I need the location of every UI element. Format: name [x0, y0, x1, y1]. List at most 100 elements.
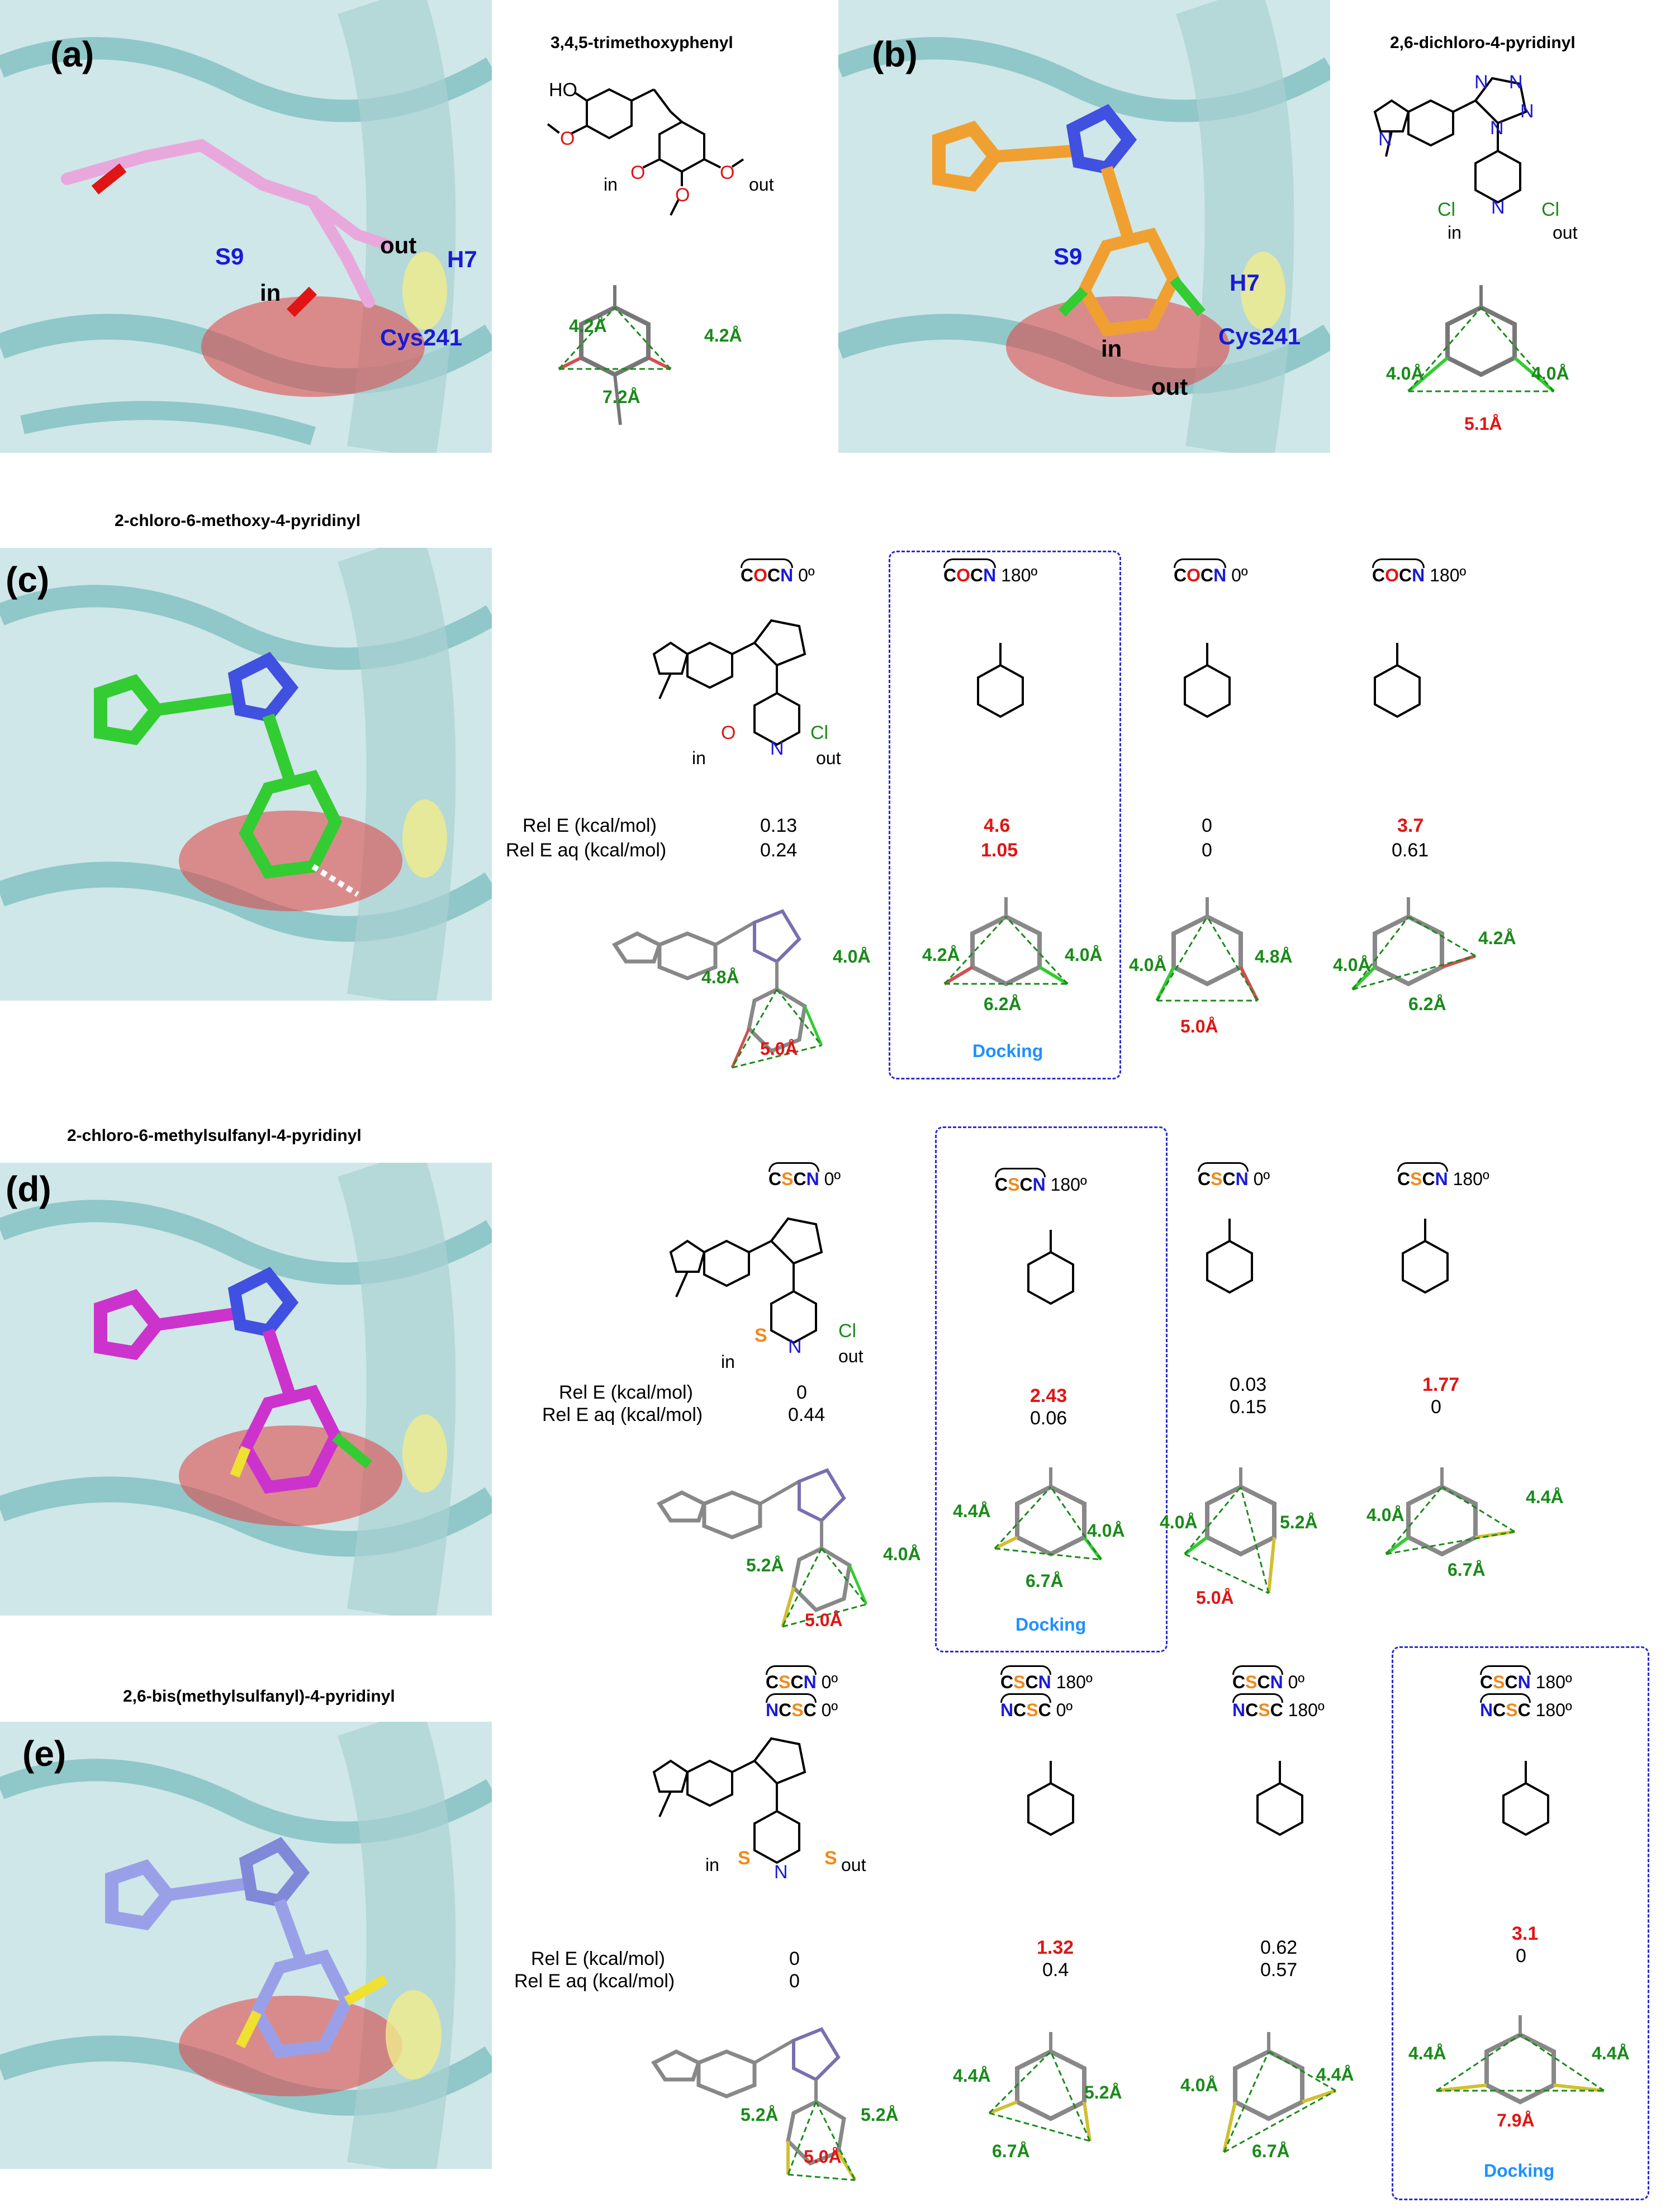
distance-e4-1: 4.4Å [1408, 2043, 1446, 2063]
rel-e-aq-label-e: Rel E aq (kcal/mol) [514, 1971, 675, 1992]
angle-e-1b: NCSC 0º [766, 1693, 838, 1721]
rel-e-aq-label-c: Rel E aq (kcal/mol) [506, 840, 667, 861]
struct-out-label: out [749, 174, 774, 195]
rel-e-aq-d-2: 0.06 [1030, 1408, 1067, 1429]
distance-c1-3: 5.0Å [760, 1039, 798, 1059]
chlorine-atom: Cl [838, 1320, 857, 1342]
structure-b [1373, 77, 1527, 204]
sulfur-atom: S [755, 1325, 767, 1346]
distance-c1-1: 4.8Å [701, 967, 739, 987]
distance-c4-3: 6.2Å [1408, 994, 1446, 1014]
sulfur-atom: S [824, 1848, 837, 1869]
rel-e-aq-e-4: 0 [1516, 1945, 1526, 1967]
distance-d4-3: 6.7Å [1448, 1560, 1486, 1580]
distance-c4-2: 4.2Å [1478, 928, 1516, 948]
pocket-in-label: in [260, 280, 281, 306]
angle-e-2b: NCSC 0º [1000, 1693, 1073, 1721]
distance-a-left: 4.2Å [569, 316, 607, 336]
structure-d-2 [1027, 1230, 1074, 1305]
sulfur-atom: S [738, 1848, 751, 1869]
distance-c3-2: 4.8Å [1255, 946, 1293, 967]
distance-d3-2: 5.2Å [1280, 1512, 1318, 1532]
pyridine-nitrogen: N [774, 1862, 788, 1883]
panel-c-title: 2-chloro-6-methoxy-4-pyridinyl [115, 511, 361, 530]
distance-d2-2: 4.0Å [1087, 1521, 1125, 1541]
rel-e-d-1: 0 [796, 1382, 807, 1403]
conformer-3d-e-2 [988, 2032, 1092, 2142]
angle-d-3: CSCN 0º [1198, 1162, 1270, 1190]
protein-render-d [0, 1163, 492, 1616]
conformer-3d-b [1407, 285, 1555, 393]
distance-e1-3: 5.0Å [804, 2147, 842, 2167]
distance-a-bottom: 7.2Å [602, 387, 640, 407]
rel-e-aq-c-1: 0.24 [760, 840, 798, 861]
distance-d2-3: 6.7Å [1026, 1571, 1064, 1591]
conformer-3d-c-3 [1155, 897, 1259, 1002]
residue-s9: S9 [1054, 243, 1083, 269]
panel-a-image: (a) S9 H7 Cys241 in out [0, 0, 492, 453]
structure-c-4 [1374, 643, 1421, 718]
structure-a [547, 83, 744, 216]
pyridine-nitrogen: N [770, 738, 784, 759]
oxygen-atom: O [675, 184, 690, 206]
distance-c2-1: 4.2Å [922, 945, 960, 965]
distance-e2-3: 6.7Å [992, 2141, 1030, 2161]
rel-e-d-4: 1.77 [1422, 1374, 1460, 1395]
protein-render-e [0, 1722, 492, 2169]
angle-e-2a: CSCN 180º [1000, 1665, 1093, 1693]
panel-e-title: 2,6-bis(methylsulfanyl)-4-pyridinyl [123, 1687, 395, 1706]
oxygen-atom: O [720, 162, 735, 183]
angle-c-3: COCN 0º [1174, 558, 1248, 586]
distance-d4-1: 4.0Å [1366, 1505, 1404, 1525]
protein-render-b [838, 0, 1330, 453]
angle-c-4: COCN 180º [1372, 558, 1466, 586]
docking-label-e: Docking [1484, 2161, 1555, 2181]
distance-c4-1: 4.0Å [1333, 955, 1371, 975]
chlorine-atom: Cl [1437, 199, 1456, 220]
out-label: out [841, 1855, 866, 1875]
distance-e3-2: 4.4Å [1316, 2064, 1354, 2085]
rel-e-aq-c-2: 1.05 [981, 840, 1018, 861]
distance-e4-3: 7.9Å [1497, 2110, 1535, 2130]
angle-c-1: COCN 0º [741, 558, 815, 586]
panel-e-label: (e) [22, 1733, 67, 1774]
panel-d-title: 2-chloro-6-methylsulfanyl-4-pyridinyl [67, 1126, 362, 1145]
angle-e-3a: CSCN 0º [1232, 1665, 1304, 1693]
distance-e3-3: 6.7Å [1252, 2141, 1290, 2161]
in-label: in [721, 1352, 735, 1372]
conformer-3d-a [558, 285, 672, 425]
distance-e3-1: 4.0Å [1180, 2075, 1218, 2095]
residue-cys241: Cys241 [1218, 323, 1301, 349]
panel-c-image: (c) [0, 548, 492, 1001]
distance-d1-1: 5.2Å [746, 1555, 784, 1575]
distance-e1-2: 5.2Å [861, 2105, 899, 2125]
rel-e-aq-d-1: 0.44 [788, 1404, 825, 1425]
panel-c-label: (c) [6, 560, 50, 600]
distance-b-bottom: 5.1Å [1464, 414, 1502, 434]
distance-b-left: 4.0Å [1386, 363, 1424, 383]
oxygen-atom: O [560, 128, 575, 149]
residue-s9: S9 [215, 243, 244, 269]
conformer-3d-c-4 [1351, 897, 1476, 991]
structure-d-4 [1402, 1219, 1449, 1294]
distance-c1-2: 4.0Å [833, 946, 871, 967]
in-label: in [705, 1855, 719, 1875]
struct-out-label: out [1553, 222, 1578, 243]
structure-c-2 [977, 643, 1024, 718]
rel-e-e-3: 0.62 [1260, 1937, 1298, 1958]
rel-e-label-c: Rel E (kcal/mol) [523, 815, 657, 836]
conformer-3d-e-4 [1436, 2015, 1605, 2105]
struct-in-label: in [1448, 222, 1462, 243]
distance-d3-3: 5.0Å [1196, 1588, 1234, 1608]
distance-e4-2: 4.4Å [1592, 2043, 1630, 2063]
distance-e2-1: 4.4Å [953, 2066, 991, 2086]
structure-e-4 [1502, 1761, 1549, 1836]
rel-e-c-1: 0.13 [760, 815, 798, 836]
distance-c3-1: 4.0Å [1129, 955, 1167, 975]
rel-e-c-4: 3.7 [1397, 815, 1424, 836]
conformer-3d-d-4 [1385, 1467, 1515, 1557]
distance-d4-2: 4.4Å [1526, 1487, 1564, 1507]
distance-e2-2: 5.2Å [1084, 2082, 1122, 2102]
angle-d-2: CSCN 180º [995, 1168, 1087, 1195]
distance-b-right: 4.0Å [1531, 363, 1569, 383]
